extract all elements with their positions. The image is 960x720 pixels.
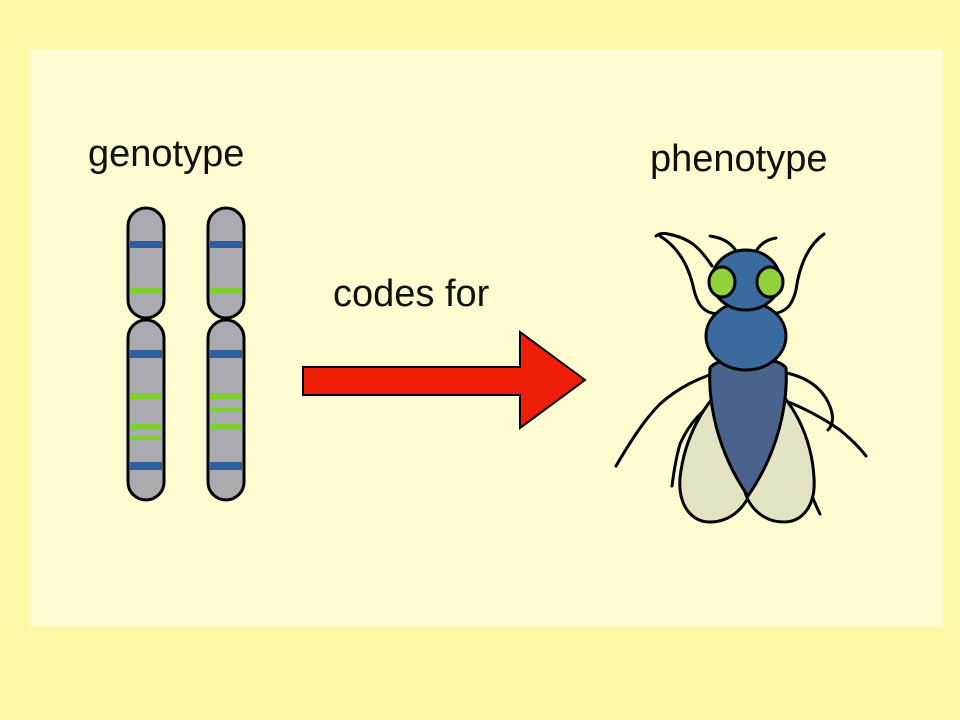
- fly-front-left-leg: [614, 370, 720, 468]
- arrow-label: codes for: [333, 273, 490, 315]
- fruit-fly-icon: [614, 231, 868, 524]
- fly-thorax: [704, 300, 788, 372]
- diagram-panel: [29, 49, 943, 627]
- fly-right-bristle: [770, 232, 826, 316]
- fly-right-eye: [755, 265, 785, 299]
- chromosome-bands: [130, 241, 242, 470]
- genotype-label: genotype: [88, 133, 245, 175]
- phenotype-label: phenotype: [650, 138, 828, 180]
- right-arrow-icon: [302, 330, 587, 430]
- fly-left-bristle: [654, 231, 714, 268]
- fly-left-eye: [707, 265, 737, 299]
- fly-mid-right-leg: [776, 396, 868, 458]
